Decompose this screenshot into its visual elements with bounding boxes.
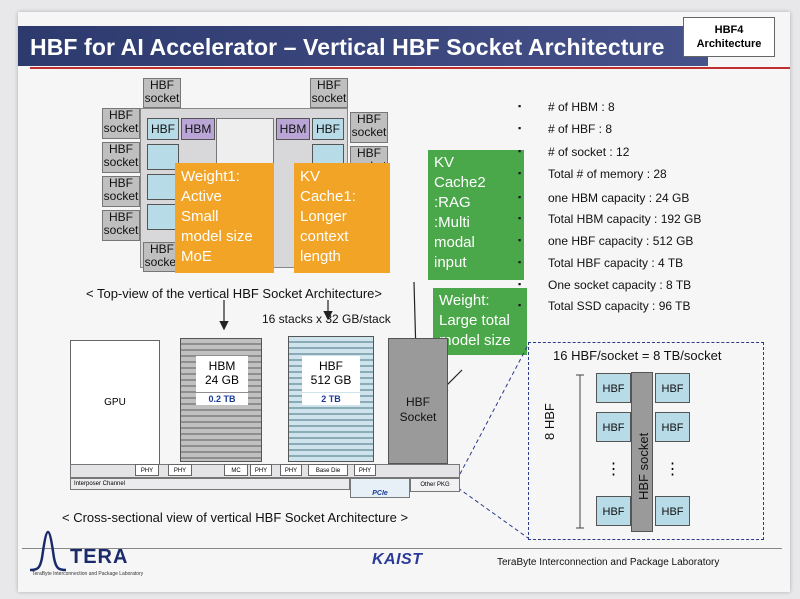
hbf-socket-left: HBF socket (102, 210, 140, 241)
mc-label: MC (224, 464, 248, 476)
title-underline (30, 67, 790, 69)
hbf-socket-left: HBF socket (102, 142, 140, 173)
spec-item: Total HBF capacity : 4 TB (518, 256, 683, 270)
hbf-socket-bottom-left: HBF socket (143, 242, 181, 272)
architecture-badge: HBF4 Architecture (683, 17, 775, 57)
hbf-socket-right: HBF socket (350, 146, 388, 166)
cross-section-caption: < Cross-sectional view of vertical HBF S… (62, 510, 409, 525)
callout-kv-cache1: KV Cache1: Longer context length (294, 163, 390, 273)
hbf-chip-detail: HBF (596, 412, 631, 442)
pcie-label: PCIe (372, 490, 388, 497)
hbf-chip (147, 204, 179, 230)
phy-label: PHY (135, 464, 159, 476)
footer-divider (22, 548, 782, 549)
spec-item: # of socket : 12 (518, 145, 629, 159)
hbm-stack-label: HBM 24 GB (196, 356, 248, 392)
spec-item: # of HBF : 8 (518, 122, 612, 136)
hbf-chip: HBF (147, 118, 179, 140)
hbf-chip-detail: HBF (655, 496, 690, 526)
hbf-capacity: 2 TB (302, 393, 360, 405)
hbf-socket-center (631, 372, 653, 532)
tera-logo-icon (29, 530, 67, 572)
spec-item: Total HBM capacity : 192 GB (518, 212, 701, 226)
hbf-chip-detail: HBF (596, 496, 631, 526)
badge-line2: Architecture (696, 38, 762, 50)
socket-detail-panel (528, 342, 764, 540)
hbf-socket-top-right: HBF socket (310, 78, 348, 108)
top-view-caption: < Top-view of the vertical HBF Socket Ar… (86, 286, 383, 301)
hbf-socket-left: HBF socket (102, 176, 140, 207)
hbf-socket-block: HBF Socket (388, 338, 448, 464)
gpu-block: GPU (70, 340, 160, 466)
hbf-stack-label: HBF 512 GB (302, 356, 360, 392)
lab-name: TeraByte Interconnection and Package Lab… (497, 557, 720, 568)
spec-item: # of HBM : 8 (518, 100, 615, 114)
hbf-socket-top-left: HBF socket (143, 78, 181, 108)
phy-label: PHY (280, 464, 302, 476)
base-die-label: Base Die (308, 464, 348, 476)
hbm-chip: HBM (181, 118, 215, 140)
hbf-chip-detail: HBF (655, 373, 690, 403)
kaist-logo: KAIST (372, 551, 423, 568)
hbf-socket-center-label: HBF socket (636, 432, 651, 500)
spec-item: Total SSD capacity : 96 TB (518, 299, 691, 313)
tera-logo-text: TERA (70, 546, 129, 568)
callout-kv-cache2: KV Cache2 :RAG :Multi modal input (428, 150, 524, 280)
interposer-channel: Interposer Channel (70, 478, 350, 490)
tera-logo-subtitle: TeraByte Interconnection and Package Lab… (32, 571, 144, 577)
phy-label: PHY (168, 464, 192, 476)
ellipsis-vertical: ⋮ (605, 461, 622, 478)
hbf-chip: HBF (312, 118, 344, 140)
phy-label: PHY (354, 464, 376, 476)
badge-line1: HBF4 (714, 24, 744, 36)
spec-item: Total # of memory : 28 (518, 167, 667, 181)
zoom-line (459, 344, 529, 475)
title-bar (18, 26, 708, 66)
hbf-socket-right: HBF socket (350, 112, 388, 143)
other-pkg: Other PKG (410, 478, 460, 492)
hbm-capacity: 0.2 TB (196, 393, 248, 405)
callout-weight1: Weight1: Active Small model size MoE (175, 163, 274, 273)
hbf-chip-detail: HBF (655, 412, 690, 442)
zoom-line (457, 487, 529, 539)
socket-detail-title: 16 HBF/socket = 8 TB/socket (553, 348, 722, 363)
hbf-chip-detail: HBF (596, 373, 631, 403)
pcie-region (350, 478, 410, 498)
ellipsis-vertical: ⋮ (664, 461, 681, 478)
hbf-chip (147, 144, 179, 170)
hbf-socket-left: HBF socket (102, 108, 140, 139)
callout-weight: Weight: Large total model size (433, 288, 527, 355)
spec-item: One socket capacity : 8 TB (518, 278, 691, 292)
spec-item: one HBM capacity : 24 GB (518, 191, 689, 205)
page-title: HBF for AI Accelerator – Vertical HBF So… (30, 34, 665, 60)
phy-label: PHY (250, 464, 272, 476)
hbm-chip: HBM (276, 118, 310, 140)
spec-item: one HBF capacity : 512 GB (518, 234, 693, 248)
